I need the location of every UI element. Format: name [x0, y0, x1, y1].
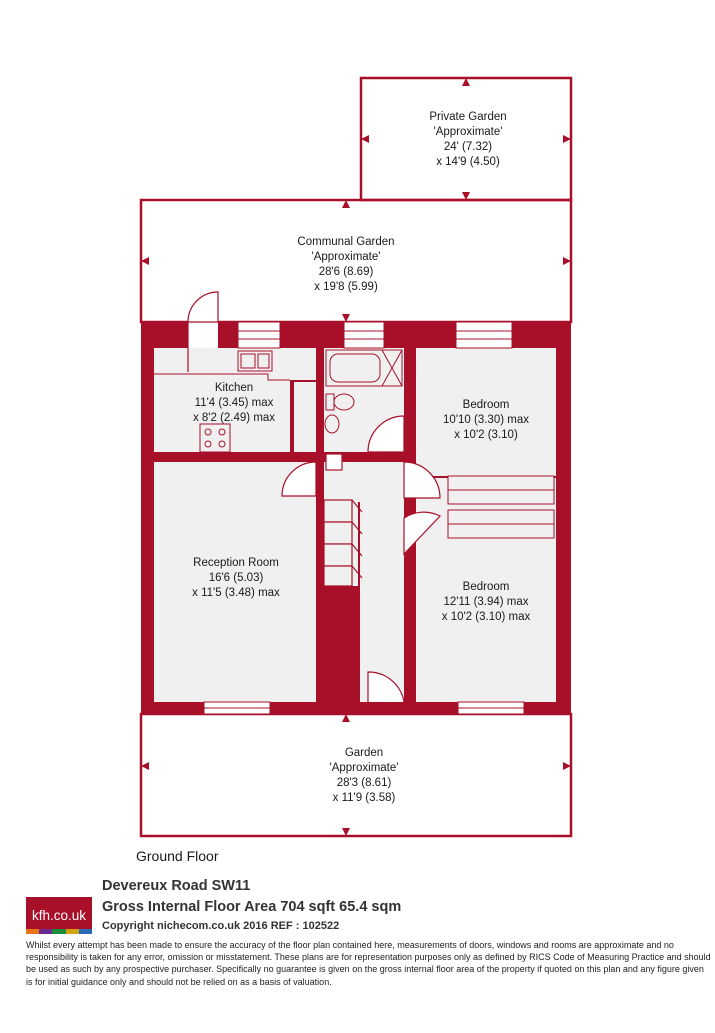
garden-note: 'Approximate' — [330, 762, 399, 774]
private-garden-note: 'Approximate' — [434, 126, 503, 138]
private-garden-name: Private Garden — [429, 111, 506, 123]
reception-floor — [154, 462, 316, 702]
logo-stripe — [78, 929, 93, 934]
communal-garden-note: 'Approximate' — [312, 251, 381, 263]
cupboards — [323, 499, 363, 587]
logo-stripe — [52, 929, 66, 934]
private-garden-dim1: 24' (7.32) — [444, 141, 492, 153]
kitchen-window — [237, 321, 281, 349]
copyright: Copyright nichecom.co.uk 2016 REF : 1025… — [102, 920, 340, 932]
floor-label: Ground Floor — [136, 848, 219, 864]
kitchen-name: Kitchen — [215, 382, 253, 394]
reception-name: Reception Room — [193, 557, 279, 569]
kitchen-dim2: x 8'2 (2.49) max — [193, 412, 275, 424]
dimension-arrows — [141, 78, 571, 836]
bedroom-1-floor — [416, 348, 556, 476]
kitchen-floor — [154, 348, 316, 452]
bedroom-2-dim1: 12'11 (3.94) max — [443, 596, 528, 608]
logo-stripe — [65, 929, 79, 934]
bedroom-2-name: Bedroom — [463, 581, 510, 593]
garden-dim1: 28'3 (8.61) — [337, 777, 392, 789]
communal-garden-dim2: x 19'8 (5.99) — [314, 281, 378, 293]
bedroom-1-window — [455, 321, 513, 349]
kitchen-door — [187, 291, 219, 372]
bedroom-1-dim2: x 10'2 (3.10) — [454, 429, 518, 441]
kitchen-dim1: 11'4 (3.45) max — [195, 397, 274, 409]
bath-icon — [325, 349, 403, 387]
communal-garden-dim1: 28'6 (8.69) — [319, 266, 374, 278]
garden-name: Garden — [345, 747, 383, 759]
communal-garden-name: Communal Garden — [297, 236, 394, 248]
kitchen-fittings — [154, 350, 290, 453]
hallway-corridor-floor — [360, 500, 404, 702]
basin-icon — [324, 414, 340, 434]
reception-dim2: x 11'5 (3.48) max — [192, 587, 280, 599]
logo-stripe — [39, 929, 53, 934]
windows — [203, 321, 525, 715]
logo-text: kfh.co.uk — [31, 907, 87, 923]
sink-icon — [237, 350, 273, 372]
bedroom-2-dim2: x 10'2 (3.10) max — [442, 611, 531, 623]
disclaimer: Whilst every attempt has been made to en… — [26, 940, 711, 987]
logo-stripes — [26, 929, 93, 934]
private-garden-area — [359, 76, 573, 202]
hob-icon — [199, 423, 231, 453]
logo-stripe — [26, 929, 40, 934]
kfh-logo: kfh.co.uk — [26, 897, 92, 933]
garden-area — [139, 712, 573, 838]
bathroom-fittings — [324, 349, 403, 434]
property-address: Devereux Road SW11 — [102, 878, 251, 894]
building-walls — [141, 322, 571, 714]
hallway-doors — [281, 453, 441, 703]
reception-dim1: 16'6 (5.03) — [209, 572, 264, 584]
garden-dim2: x 11'9 (3.58) — [333, 792, 396, 804]
bathroom-window — [343, 321, 385, 349]
bedroom-1-dim1: 10'10 (3.30) max — [443, 414, 529, 426]
bathroom-door — [367, 415, 405, 453]
wardrobes — [447, 475, 555, 539]
private-garden-dim2: x 14'9 (4.50) — [436, 156, 500, 168]
bedroom-1-name: Bedroom — [463, 399, 510, 411]
floor-area: Gross Internal Floor Area 704 sqft 65.4 … — [102, 899, 402, 915]
